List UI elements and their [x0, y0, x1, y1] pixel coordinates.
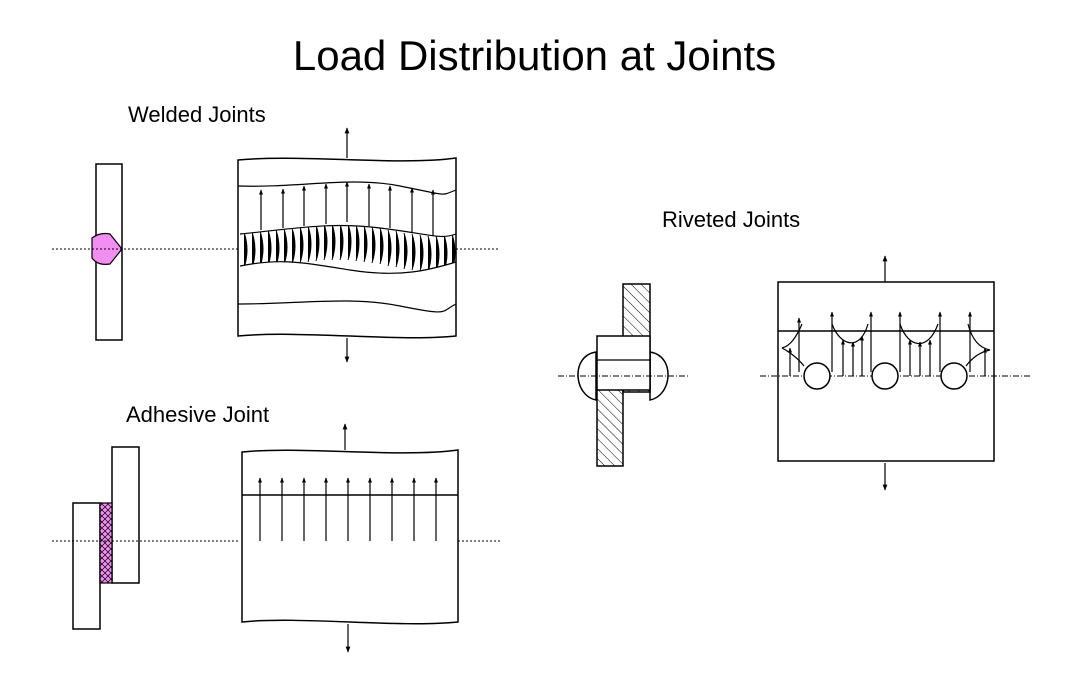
rivet-shank: [596, 335, 651, 391]
riveted-joint-side-view: [558, 283, 690, 467]
adhesive-joint-plate: [241, 423, 500, 653]
welded-joints-label: Welded Joints: [128, 102, 266, 127]
adhesive-layer: [99, 502, 113, 584]
weld-bead: [91, 232, 123, 265]
riveted-joint-plate: [760, 255, 1030, 491]
welded-joint-side-view: [52, 163, 235, 341]
adhesive-joint-label: Adhesive Joint: [126, 402, 270, 427]
slide-title: Load Distribution at Joints: [292, 32, 777, 79]
adhesive-joint-side-view: [52, 446, 238, 630]
welded-joint-plate: [232, 127, 500, 363]
riveted-joints-label: Riveted Joints: [662, 207, 801, 232]
